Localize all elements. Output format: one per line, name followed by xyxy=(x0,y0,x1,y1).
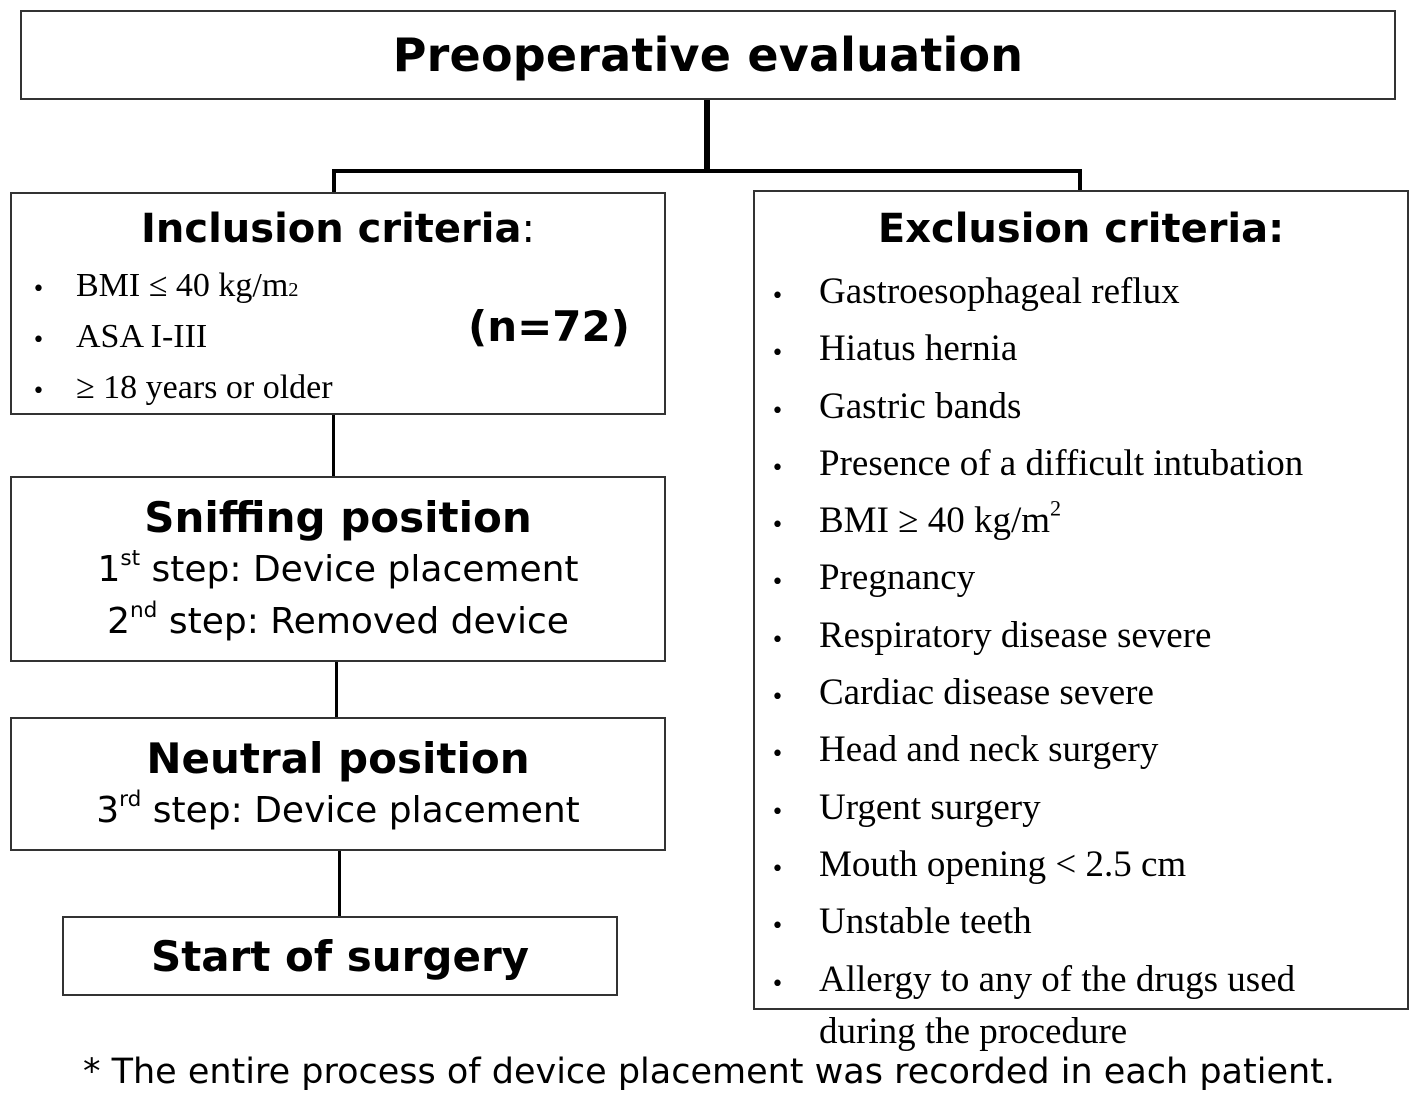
bullet: • xyxy=(771,627,784,653)
connector-title-down xyxy=(704,100,710,172)
exclusion-item: • Unstable teeth xyxy=(771,896,1399,953)
connector-sniffing-neutral xyxy=(335,662,338,717)
exclusion-item-text: Cardiac disease severe xyxy=(819,672,1154,714)
exclusion-item: • BMI ≥ 40 kg/m2 xyxy=(771,495,1399,552)
connector-to-inclusion xyxy=(332,169,336,193)
inclusion-heading: Inclusion criteria: xyxy=(12,206,664,252)
exclusion-item-bmi: BMI ≥ 40 kg/m2 xyxy=(819,495,1399,547)
exclusion-item-text: Respiratory disease severe xyxy=(819,614,1212,656)
step-ordinal: 1 xyxy=(97,549,121,590)
exclusion-item-text: Unstable teeth xyxy=(819,901,1032,943)
bullet: • xyxy=(32,277,45,302)
exclusion-item: • Presence of a difficult intubation xyxy=(771,438,1399,495)
neutral-position-box: Neutral position 3rd step: Device placem… xyxy=(10,717,666,851)
footnote: * The entire process of device placement… xyxy=(82,1052,1336,1092)
step-text: step: Removed device xyxy=(157,601,569,642)
start-of-surgery-label: Start of surgery xyxy=(150,931,530,981)
exclusion-item-text: Gastric bands xyxy=(819,385,1022,427)
inclusion-heading-colon: : xyxy=(521,206,535,252)
bullet: • xyxy=(771,799,784,825)
diagram-title: Preoperative evaluation xyxy=(392,28,1024,82)
step-ordinal: 2 xyxy=(107,601,130,642)
bullet: • xyxy=(771,284,784,309)
bullet: • xyxy=(771,856,784,882)
bullet: • xyxy=(32,379,45,404)
exclusion-item: • Hiatus hernia xyxy=(771,323,1399,380)
sniffing-heading: Sniffing position xyxy=(144,493,532,542)
bullet: • xyxy=(771,742,784,768)
sniffing-step-2: 2nd step: Removed device xyxy=(12,596,664,648)
step-text: step: Device placement xyxy=(141,790,580,831)
exclusion-item-sup: 2 xyxy=(1050,495,1062,521)
step-ordinal-suffix: rd xyxy=(119,786,142,812)
exclusion-item: • Gastric bands xyxy=(771,381,1399,438)
connector-to-exclusion xyxy=(1078,169,1082,191)
sample-size-label: (n=72) xyxy=(468,302,630,351)
exclusion-item: • Gastroesophageal reflux xyxy=(771,266,1399,323)
inclusion-item-text: BMI ≤ 40 kg/m xyxy=(76,267,289,304)
exclusion-item-text: Mouth opening < 2.5 cm xyxy=(819,843,1187,885)
neutral-heading: Neutral position xyxy=(146,734,530,783)
exclusion-item-text: Pregnancy xyxy=(819,557,976,599)
exclusion-item-text: Hiatus hernia xyxy=(819,328,1018,370)
exclusion-item-text: Gastroesophageal reflux xyxy=(819,271,1180,312)
exclusion-list: •Gastroesophageal reflux •Hiatus hernia … xyxy=(771,266,1399,1058)
inclusion-item-age: • ≥ 18 years or older xyxy=(32,364,333,415)
inclusion-item-asa: • ASA I-III xyxy=(32,313,333,364)
bullet: • xyxy=(771,685,784,711)
exclusion-item: • Mouth opening < 2.5 cm xyxy=(771,839,1399,896)
inclusion-item-text: ASA I-III xyxy=(76,318,208,355)
step-text: step: Device placement xyxy=(140,549,579,590)
preoperative-evaluation-box: Preoperative evaluation xyxy=(20,10,1396,100)
bullet: • xyxy=(771,513,784,539)
connector-inclusion-sniffing xyxy=(332,415,335,476)
exclusion-item: • Head and neck surgery xyxy=(771,724,1399,781)
connector-neutral-start xyxy=(338,851,341,916)
exclusion-item-text: Presence of a difficult intubation xyxy=(819,442,1304,484)
bullet: • xyxy=(771,455,784,481)
start-of-surgery-box: Start of surgery xyxy=(62,916,618,996)
bullet: • xyxy=(771,570,784,596)
bullet: • xyxy=(32,328,45,353)
step-ordinal: 3 xyxy=(96,790,120,831)
bullet: • xyxy=(771,971,784,997)
exclusion-item: • Cardiac disease severe xyxy=(771,667,1399,724)
bullet: • xyxy=(771,398,784,424)
exclusion-item: • Allergy to any of the drugs used during… xyxy=(771,954,1399,1059)
step-ordinal-suffix: nd xyxy=(129,597,158,623)
exclusion-heading: Exclusion criteria: xyxy=(877,206,1285,252)
exclusion-item-text: Allergy to any of the drugs used during … xyxy=(819,958,1296,1052)
exclusion-item-text: BMI ≥ 40 kg/m xyxy=(819,500,1051,542)
exclusion-item: • Urgent surgery xyxy=(771,782,1399,839)
inclusion-heading-text: Inclusion criteria xyxy=(141,206,522,252)
exclusion-criteria-box: Exclusion criteria: • Gastroesophageal re… xyxy=(753,190,1409,1052)
sniffing-step-1: 1st step: Device placement xyxy=(12,544,664,596)
neutral-step-3: 3rd step: Device placement xyxy=(12,785,664,837)
exclusion-item: • Respiratory disease severe xyxy=(771,610,1399,667)
sniffing-position-box: Sniffing position 1st step: Device place… xyxy=(10,476,666,662)
step-ordinal-suffix: st xyxy=(120,545,141,571)
bullet: • xyxy=(771,914,784,940)
inclusion-item-text: ≥ 18 years or older xyxy=(76,369,333,406)
connector-horizontal xyxy=(332,169,1082,173)
exclusion-item-text: Urgent surgery xyxy=(819,786,1041,828)
exclusion-item: • Pregnancy xyxy=(771,552,1399,609)
exclusion-item-text: Head and neck surgery xyxy=(819,729,1159,771)
bullet: • xyxy=(771,341,784,367)
